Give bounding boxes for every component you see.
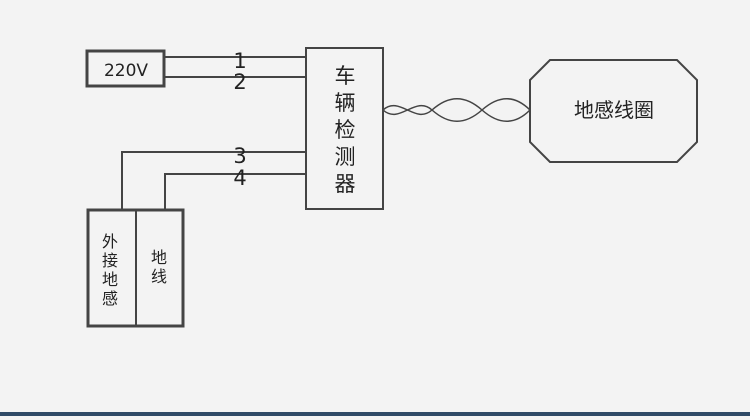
external-char-4: 感 xyxy=(102,289,118,308)
external-char-3: 地 xyxy=(102,270,118,289)
detector-char-5: 器 xyxy=(335,172,356,196)
wire-label-4: 4 xyxy=(233,166,246,190)
vehicle-detector-box xyxy=(305,47,384,210)
detector-char-3: 检 xyxy=(335,118,356,142)
bottom-bar xyxy=(0,412,750,416)
external-char-1: 外 xyxy=(102,232,118,251)
wire-label-2: 2 xyxy=(233,70,246,94)
wire-label-3: 3 xyxy=(233,144,246,168)
power-box xyxy=(85,49,166,88)
wire-3 xyxy=(121,151,306,210)
ground-char-1: 地 xyxy=(151,248,167,267)
detector-char-2: 辆 xyxy=(335,91,356,115)
detector-char-4: 测 xyxy=(335,145,356,169)
ground-loop-shape xyxy=(529,59,698,163)
twisted-wire-b xyxy=(382,98,531,122)
wire-4 xyxy=(164,173,306,210)
external-char-2: 接 xyxy=(102,251,118,270)
wire-label-1: 1 xyxy=(233,49,246,73)
power-label: 220V xyxy=(104,61,148,81)
detector-char-1: 车 xyxy=(335,64,356,88)
ground-char-2: 线 xyxy=(151,267,167,286)
ground-loop-label: 地感线圈 xyxy=(574,98,654,122)
twisted-wire-a xyxy=(382,98,531,122)
